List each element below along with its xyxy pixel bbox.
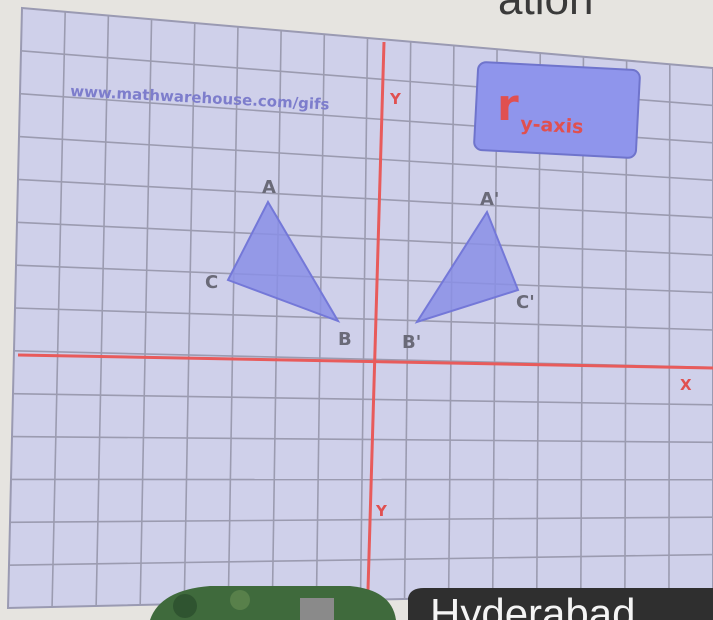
triangle-abc-prime: [414, 209, 520, 324]
y-axis-label-top: Y: [389, 90, 402, 108]
grid-line-horizontal: [12, 392, 713, 406]
bottom-overlay: Hyderabad: [150, 586, 713, 620]
grid-line-horizontal: [9, 516, 713, 524]
location-caption: Hyderabad: [430, 590, 635, 620]
x-axis: [17, 353, 713, 370]
grid-line-horizontal: [15, 264, 713, 294]
vertex-label-b: B: [338, 329, 352, 350]
badge-r: r: [497, 80, 519, 131]
triangle-abc: [226, 199, 341, 323]
grid-board: [6, 6, 713, 610]
vertex-label-c: C: [205, 272, 218, 293]
coordinate-grid: [6, 6, 713, 610]
y-axis-label-bottom: Y: [375, 502, 388, 520]
grid-line-horizontal: [17, 178, 713, 219]
vertex-label-a-prime: A': [480, 189, 499, 210]
grid-line-horizontal: [14, 307, 713, 331]
grid-line-horizontal: [16, 221, 713, 256]
vertex-label-a: A: [262, 177, 276, 198]
grid-line-horizontal: [11, 435, 713, 444]
reflection-rule-badge: r y-axis: [473, 61, 641, 159]
grid-line-horizontal: [18, 135, 713, 182]
top-right-heading-fragment: ation: [498, 0, 593, 24]
badge-box: [473, 61, 641, 159]
map-thumbnail: [150, 586, 396, 620]
vertex-label-b-prime: B': [402, 332, 421, 353]
vertex-label-c-prime: C': [516, 292, 535, 313]
badge-subscript: y-axis: [520, 113, 584, 138]
grid-line-horizontal: [8, 553, 713, 566]
y-axis: [366, 41, 386, 591]
caption-bar: [408, 588, 713, 620]
x-axis-label: X: [680, 376, 692, 394]
